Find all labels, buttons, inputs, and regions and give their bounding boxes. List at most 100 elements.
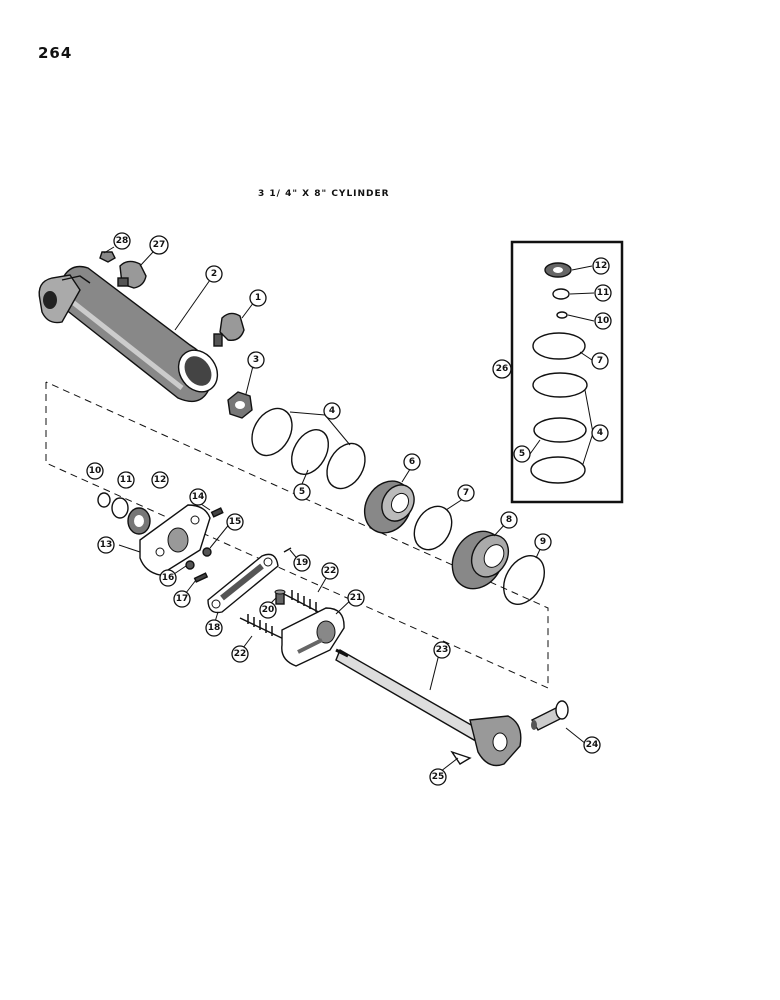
callout-label: 22: [324, 566, 337, 576]
callout-9: 9: [534, 533, 552, 551]
callout-label: 6: [409, 457, 415, 467]
callout-label: 17: [176, 594, 189, 604]
callout-11: 11: [117, 471, 135, 489]
callout-label: 23: [436, 645, 449, 655]
callout-5: 5: [293, 483, 311, 501]
callout-label: 19: [296, 558, 309, 568]
cap-plate-13: [139, 504, 211, 576]
washer-15: [202, 547, 212, 557]
callout-5-kit: 5: [513, 445, 531, 463]
nut-3: [227, 391, 253, 419]
callout-19: 19: [293, 554, 311, 572]
callout-label: 12: [154, 475, 167, 485]
callout-label: 7: [463, 488, 469, 498]
callout-label: 15: [229, 517, 242, 527]
oring-10: [97, 492, 111, 508]
callout-label: 10: [89, 466, 102, 476]
callout-label: 27: [153, 240, 166, 250]
callout-3: 3: [247, 351, 265, 369]
diagram-title: 3 1/ 4" X 8" CYLINDER: [258, 189, 390, 199]
callout-label: 8: [506, 515, 512, 525]
callout-14: 14: [189, 488, 207, 506]
seal-kit-oring-10: [556, 311, 568, 319]
callout-8: 8: [500, 511, 518, 529]
piston-rod-23: [335, 648, 522, 767]
callout-15: 15: [226, 513, 244, 531]
callout-20: 20: [259, 601, 277, 619]
callout-label: 18: [208, 623, 221, 633]
callout-label: 3: [253, 355, 259, 365]
callout-6: 6: [403, 453, 421, 471]
callout-label: 9: [540, 537, 546, 547]
bolt-14: [210, 507, 224, 518]
callout-label: 10: [597, 316, 610, 326]
washer-11: [111, 497, 129, 519]
callout-16: 16: [159, 569, 177, 587]
callout-label: 22: [234, 649, 247, 659]
bolt-17: [193, 572, 209, 583]
callout-23: 23: [433, 641, 451, 659]
oring-5-rod: [290, 429, 330, 475]
seal-kit-washer-11: [552, 288, 570, 300]
callout-label: 14: [192, 492, 205, 502]
elbow-fitting-27: [117, 260, 147, 289]
callout-label: 21: [350, 593, 363, 603]
pin-20: [274, 589, 286, 605]
seal-kit-ring-4a: [532, 372, 588, 398]
callout-label: 5: [299, 487, 305, 497]
callout-10: 10: [86, 462, 104, 480]
callout-21: 21: [347, 589, 365, 607]
callout-26: 26: [492, 359, 512, 379]
callout-10-kit: 10: [594, 312, 612, 330]
callout-12-kit: 12: [592, 257, 610, 275]
ring-9: [503, 555, 545, 605]
callout-17: 17: [173, 590, 191, 608]
callout-4: 4: [323, 402, 341, 420]
callout-label: 11: [120, 475, 133, 485]
callout-label: 16: [162, 573, 175, 583]
callout-label: 11: [597, 288, 610, 298]
callout-18: 18: [205, 619, 223, 637]
callout-27: 27: [149, 235, 169, 255]
cylinder-barrel: [38, 265, 219, 403]
seal-kit-oring-7: [532, 332, 586, 360]
backup-ring-4-right: [326, 442, 366, 490]
clevis-pin-24: [531, 700, 569, 731]
link-18: [207, 553, 279, 614]
callout-22-lower: 22: [231, 645, 249, 663]
callout-label: 4: [597, 428, 603, 438]
callout-2: 2: [205, 265, 223, 283]
callout-25: 25: [429, 768, 447, 786]
callout-28: 28: [113, 232, 131, 250]
elbow-fitting-1: [213, 312, 245, 347]
piston-8: [451, 530, 510, 590]
callout-13: 13: [97, 536, 115, 554]
callout-4-kit: 4: [591, 424, 609, 442]
callout-label: 26: [496, 364, 509, 374]
callout-label: 7: [597, 356, 603, 366]
seal-kit-box: [510, 240, 624, 504]
gland-6: [363, 480, 415, 534]
leader-lines: [103, 246, 595, 776]
callout-7: 7: [457, 484, 475, 502]
callout-label: 4: [329, 406, 335, 416]
callout-label: 28: [116, 236, 129, 246]
callout-label: 5: [519, 449, 525, 459]
callout-12: 12: [151, 471, 169, 489]
callout-24: 24: [583, 736, 601, 754]
fitting-28: [99, 251, 116, 263]
seal-kit-oring-5: [533, 417, 587, 443]
callout-1: 1: [249, 289, 267, 307]
callout-label: 13: [100, 540, 113, 550]
oring-7-piston: [413, 505, 453, 551]
cotter-pin-25: [450, 750, 472, 765]
callout-22-upper: 22: [321, 562, 339, 580]
backup-ring-4-left: [251, 407, 293, 457]
seal-kit-ring-4b: [530, 456, 586, 484]
clevis-21: [281, 607, 345, 667]
callout-label: 24: [586, 740, 599, 750]
callout-label: 2: [211, 269, 217, 279]
callout-label: 12: [595, 261, 608, 271]
